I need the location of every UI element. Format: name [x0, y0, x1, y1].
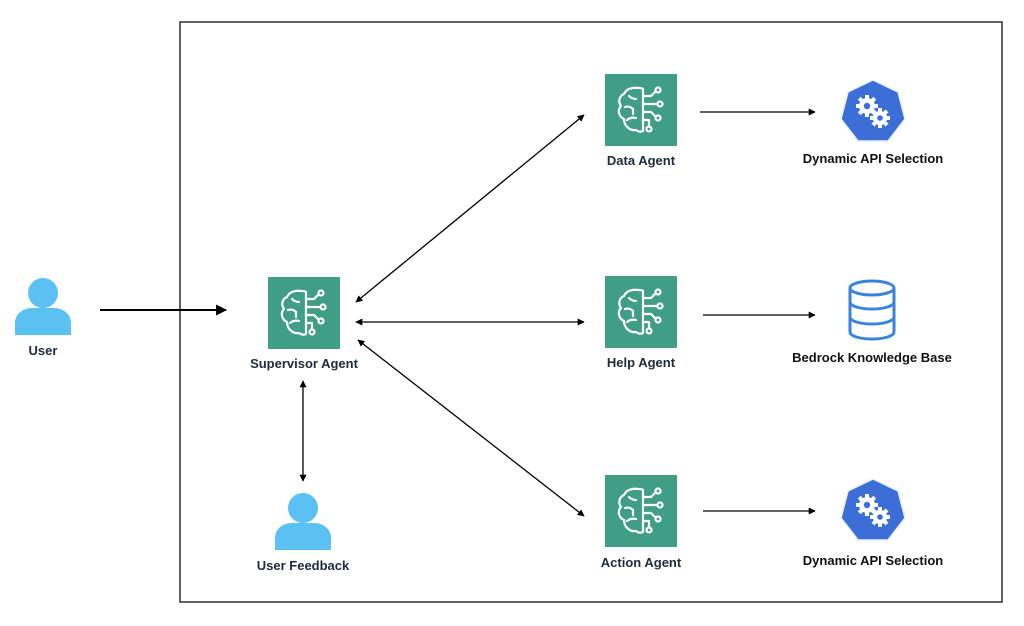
user-icon: [275, 493, 331, 550]
knowledge-base-label: Bedrock Knowledge Base: [792, 350, 952, 365]
user-icon: [15, 278, 71, 335]
action-agent-node: Action Agent: [601, 475, 682, 570]
arrow-supervisor-action-agent: [357, 339, 585, 517]
api-selection-bottom-label: Dynamic API Selection: [803, 553, 943, 568]
agent-brain-icon: [605, 475, 677, 547]
user-node: User: [15, 278, 71, 358]
agent-brain-icon: [605, 276, 677, 348]
help-agent-node: Help Agent: [605, 276, 677, 370]
connectors: [100, 108, 816, 517]
action-agent-label: Action Agent: [601, 555, 682, 570]
data-agent-label: Data Agent: [607, 153, 676, 168]
api-selection-top-label: Dynamic API Selection: [803, 151, 943, 166]
arrow-supervisor-data-agent: [355, 114, 585, 303]
api-gear-icon: [840, 79, 906, 142]
agent-brain-icon: [605, 74, 677, 146]
api-selection-bottom-node: Dynamic API Selection: [803, 478, 943, 568]
supervisor-agent-label: Supervisor Agent: [250, 356, 359, 371]
help-agent-label: Help Agent: [607, 355, 676, 370]
supervisor-agent-node: Supervisor Agent: [250, 277, 359, 371]
agent-brain-icon: [268, 277, 340, 349]
database-icon: [848, 279, 896, 341]
user-label: User: [29, 343, 58, 358]
data-agent-node: Data Agent: [605, 74, 677, 168]
user-feedback-label: User Feedback: [257, 558, 350, 573]
system-boundary: [179, 21, 1003, 603]
user-feedback-node: User Feedback: [257, 493, 350, 573]
api-gear-icon: [840, 478, 906, 541]
knowledge-base-node: Bedrock Knowledge Base: [792, 279, 952, 365]
api-selection-top-node: Dynamic API Selection: [803, 79, 943, 166]
